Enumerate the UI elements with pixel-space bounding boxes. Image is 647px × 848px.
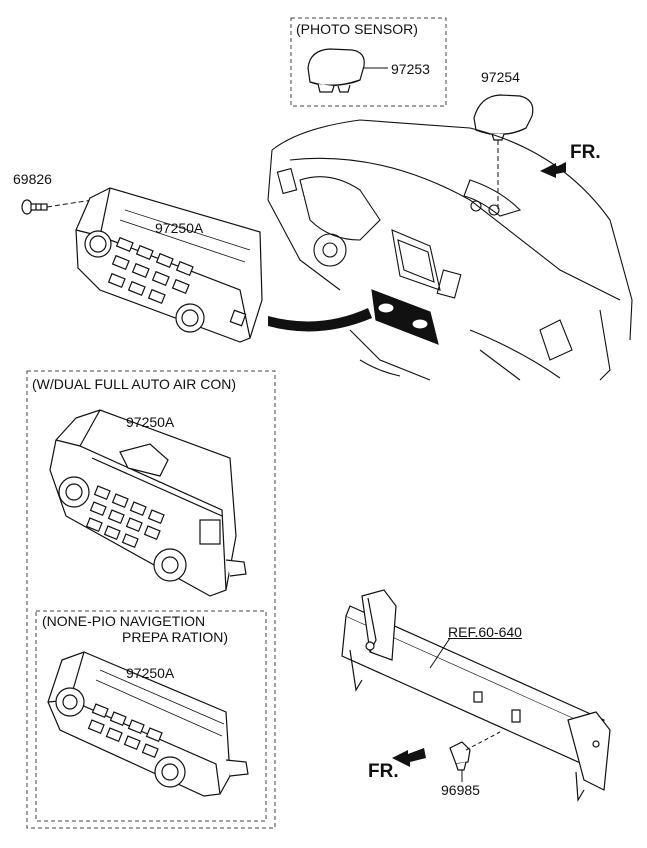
- screw-69826: [21, 199, 48, 215]
- dashboard: [267, 119, 633, 381]
- leader-69826: [46, 199, 93, 208]
- dual-auto-title: (W/DUAL FULL AUTO AIR CON): [32, 376, 237, 392]
- location-pointer: [268, 308, 372, 332]
- part-number-96985: 96985: [441, 782, 480, 798]
- part-number-dual-auto: 97250A: [126, 414, 175, 430]
- part-number-69826: 69826: [13, 171, 52, 187]
- part-number-97254: 97254: [481, 69, 520, 85]
- control-unit-dual-auto: [49, 409, 247, 597]
- control-unit-navigation: [47, 651, 249, 797]
- front-arrow-bottom: [392, 748, 426, 767]
- dual-auto-box: [26, 370, 276, 829]
- sensor-96985: [449, 741, 471, 771]
- photo-sensor-box: [290, 17, 447, 107]
- part-number-97253: 97253: [391, 61, 430, 77]
- sensor-97254: [473, 94, 534, 141]
- part-number-navigation: 97250A: [126, 665, 175, 681]
- navigation-title-line1: (NONE-PIO NAVIGETION: [42, 613, 206, 629]
- crossmember-reference: REF.60-640: [448, 624, 522, 640]
- front-label-bottom: FR.: [368, 761, 399, 782]
- navigation-box: [35, 610, 267, 822]
- crossmember: [341, 589, 611, 802]
- photo-sensor-97253: [307, 48, 365, 93]
- front-label-top: FR.: [570, 142, 601, 163]
- navigation-title-line2: PREPA RATION): [122, 629, 229, 645]
- leader-ref: [429, 637, 451, 669]
- photo-sensor-title: (PHOTO SENSOR): [296, 21, 418, 37]
- part-number-main-unit: 97250A: [155, 220, 204, 236]
- front-arrow-top: [540, 162, 566, 178]
- control-unit-main: [75, 187, 263, 343]
- leader-96985-unit: [465, 731, 501, 751]
